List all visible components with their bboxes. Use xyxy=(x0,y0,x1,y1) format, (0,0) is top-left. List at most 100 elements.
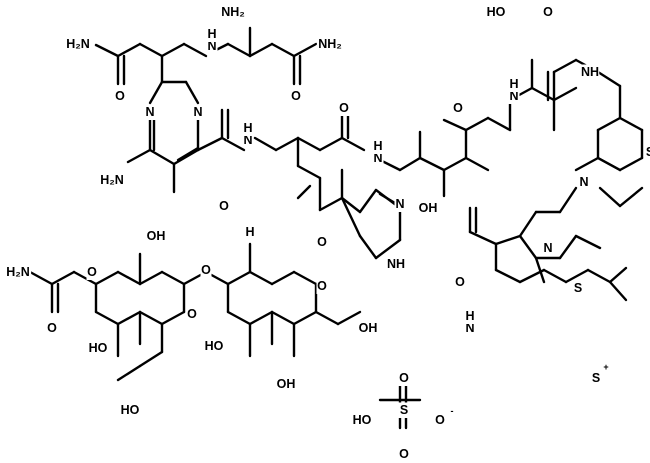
bond-27 xyxy=(196,136,224,152)
atom-label-a-s-thz2: S xyxy=(574,281,582,295)
bond-130 xyxy=(270,270,296,286)
bond-102 xyxy=(586,268,612,284)
bond-142 xyxy=(314,310,340,326)
bond-15 xyxy=(292,42,318,58)
bond-34 xyxy=(318,136,344,152)
bond-85 xyxy=(558,186,578,214)
bond-117 xyxy=(116,310,142,326)
bond-105 xyxy=(28,270,54,286)
bond-73 xyxy=(596,70,622,88)
atom-bg-a_nh_his xyxy=(242,132,254,148)
atom-label-a-ho-s2: HO xyxy=(205,339,224,353)
atom-label-a-nh-thr2: N xyxy=(509,89,518,103)
atom-bg-a_h2n_carb xyxy=(4,264,32,280)
atom-bg-a_nh_amine_h xyxy=(206,26,218,42)
bond-82 xyxy=(574,156,600,172)
bond-143 xyxy=(336,310,362,326)
atom-label-a-nh-val-h: H xyxy=(373,139,382,153)
bond-49 xyxy=(374,238,402,260)
atom-bg-a_o_ring1 xyxy=(186,306,198,322)
bond-79 xyxy=(618,156,644,172)
atom-label-a-o-sulf-bottom: O xyxy=(399,447,409,461)
atom-bg-a_n_imid xyxy=(394,196,406,212)
atom-label-a-o-ring2: O xyxy=(317,279,327,293)
atom-bg-a_o_his xyxy=(338,100,350,116)
bond-92 xyxy=(534,256,546,284)
bond-113 xyxy=(160,270,186,286)
atom-bg-a_n_pyr_left xyxy=(144,104,156,120)
bond-44 xyxy=(340,196,362,214)
atom-label-a-nh-thr2-h: H xyxy=(509,77,518,91)
atom-label-a-ho-sulf: HO xyxy=(353,413,372,427)
bond-98 xyxy=(494,268,522,284)
bond-115 xyxy=(160,310,186,326)
atom-bg-a_n_thz1 xyxy=(578,174,590,190)
atom-bg-a_o_carb xyxy=(46,320,58,336)
atom-bg-a_o_sulf_top xyxy=(398,370,410,386)
atom-label-a-o-sulf-top: O xyxy=(399,371,409,385)
atom-bg-a_s_thz2 xyxy=(572,280,584,296)
bond-128 xyxy=(226,270,252,286)
atom-bg-a_nh_thr2_h xyxy=(508,76,520,92)
atom-bg-a_nh_val xyxy=(372,150,384,166)
atom-bg-a_oh_thr xyxy=(486,4,506,20)
atom-label-a-o-his: O xyxy=(339,101,349,115)
atom-label-a-ho-s1-bottom: HO xyxy=(121,403,140,417)
bond-68 xyxy=(552,86,578,102)
atom-label-a-o-ether: O xyxy=(317,235,327,249)
bond-84 xyxy=(618,186,644,208)
bond-lines xyxy=(28,26,644,430)
bond-12 xyxy=(270,42,296,58)
atom-bg-a_nh_amine xyxy=(206,38,218,54)
bond-124 xyxy=(138,350,164,368)
atom-bg-a_h_s2 xyxy=(244,224,256,240)
atom-label-a-o-thr: O xyxy=(543,5,553,19)
atom-bg-a_oh_val xyxy=(418,200,438,216)
atom-bg-a_o_thz_amide xyxy=(454,274,466,290)
bond-0 xyxy=(94,43,120,58)
atom-label-a-oh-val: OH xyxy=(419,201,438,215)
bond-9 xyxy=(226,42,252,58)
atom-bg-a_oh_s1_top xyxy=(146,228,166,244)
atom-bg-a_nh_imid xyxy=(386,256,406,272)
bond-60 xyxy=(442,118,468,132)
atom-bg-a_nh_thr2 xyxy=(508,88,520,104)
atom-label-a-o-val: O xyxy=(453,101,463,115)
atom-label-a-o-sulf-charge: - xyxy=(451,406,454,416)
bond-136 xyxy=(226,310,252,326)
atom-label-a-h2n-carb: H₂N xyxy=(6,265,30,279)
bond-75 xyxy=(596,116,622,132)
atom-bg-a_ho_s2 xyxy=(204,338,224,354)
atom-labels: NH₂NHH₂NNH₂OONNH₂NONHOONNHNHOHOHOONHNHSN… xyxy=(4,4,650,462)
bond-61 xyxy=(464,116,490,132)
atom-label-a-s-thz1: S xyxy=(646,145,650,159)
atom-bg-a_o_sulf_right xyxy=(434,412,446,428)
atom-bg-a_oh_s2_bottom xyxy=(276,376,296,392)
bond-24 xyxy=(176,146,200,162)
atom-label-a-o-pyr-amide: O xyxy=(219,199,229,213)
atom-bg-a_s_plus xyxy=(590,370,602,386)
bond-50 xyxy=(358,234,378,260)
bond-5 xyxy=(160,42,186,58)
bond-62 xyxy=(486,116,512,132)
atom-label-a-o-left: O xyxy=(115,89,125,103)
bond-129 xyxy=(248,270,274,286)
atom-label-a-h2n-pyr: H₂N xyxy=(100,173,124,187)
atom-label-a-nh-thr: NH xyxy=(581,65,599,79)
bond-90 xyxy=(558,234,578,260)
bond-83 xyxy=(598,186,622,208)
atom-bg-a_o_carb2 xyxy=(86,264,98,280)
bond-23 xyxy=(172,148,200,166)
bond-104 xyxy=(608,280,628,302)
atom-bg-a_o_right xyxy=(290,88,302,104)
bond-118 xyxy=(94,310,120,326)
bond-99 xyxy=(518,268,546,284)
atom-label-a-h-s2: H xyxy=(245,225,254,239)
bond-116 xyxy=(138,310,164,326)
atom-label-a-n-thz2: N xyxy=(543,241,552,255)
atom-label-a-nh2-top: NH₂ xyxy=(221,5,245,19)
atom-label-a-o-glyc: O xyxy=(201,263,211,277)
bond-77 xyxy=(618,116,644,132)
bond-39 xyxy=(296,164,322,180)
